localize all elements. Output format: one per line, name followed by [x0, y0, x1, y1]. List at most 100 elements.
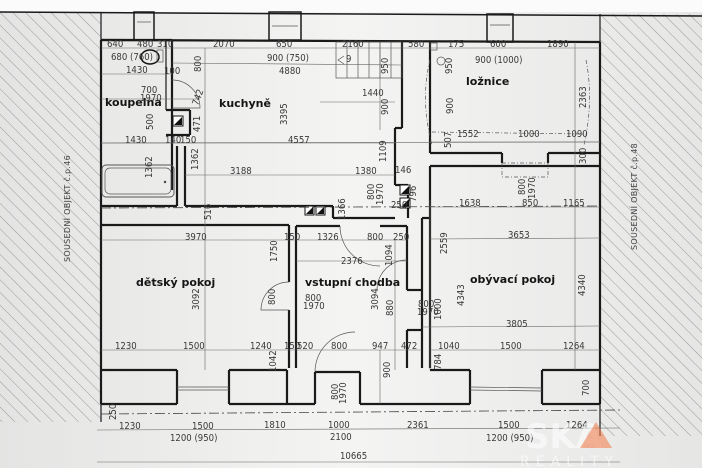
door-swings [171, 59, 590, 373]
svg-text:850: 850 [522, 198, 538, 209]
svg-text:1750: 1750 [269, 240, 280, 262]
svg-text:4880: 4880 [279, 66, 301, 77]
svg-text:1094: 1094 [384, 244, 395, 266]
svg-text:REALITY: REALITY [520, 454, 619, 468]
svg-text:1230: 1230 [119, 421, 141, 432]
svg-text:1000: 1000 [518, 129, 540, 140]
svg-text:100: 100 [164, 66, 180, 77]
svg-text:950: 950 [444, 58, 455, 74]
svg-text:950: 950 [380, 58, 391, 74]
dimension-lines [96, 42, 621, 463]
svg-text:600: 600 [490, 39, 506, 50]
svg-text:1000: 1000 [328, 420, 350, 431]
svg-text:2376: 2376 [341, 256, 363, 267]
svg-text:1362: 1362 [190, 148, 201, 170]
svg-text:580: 580 [408, 39, 424, 50]
chimney-symbols [172, 42, 446, 216]
svg-text:1165: 1165 [563, 198, 585, 209]
svg-text:2160: 2160 [342, 39, 364, 50]
svg-text:1970: 1970 [338, 382, 349, 404]
svg-text:1810: 1810 [264, 420, 286, 431]
neighbor-label-left: SOUSEDNÍ OBJEKT č.p.46 [61, 155, 72, 262]
svg-text:742: 742 [190, 88, 206, 107]
svg-text:900: 900 [445, 98, 456, 114]
svg-text:3970: 3970 [185, 232, 207, 243]
svg-text:900 (1000): 900 (1000) [475, 55, 522, 66]
svg-text:800: 800 [366, 184, 377, 200]
svg-text:800: 800 [330, 384, 341, 400]
svg-text:480: 480 [137, 39, 153, 50]
svg-text:140: 140 [165, 135, 181, 146]
svg-text:3395: 3395 [279, 103, 290, 125]
svg-text:880: 880 [385, 300, 396, 316]
svg-text:1326: 1326 [317, 232, 339, 243]
axis-line-bottom [100, 409, 621, 415]
svg-text:1230: 1230 [115, 341, 137, 352]
svg-text:10665: 10665 [340, 451, 367, 462]
svg-text:800: 800 [331, 341, 347, 352]
svg-text:3805: 3805 [506, 319, 528, 330]
svg-text:1200 (950): 1200 (950) [486, 433, 533, 444]
svg-text:650: 650 [276, 39, 292, 50]
svg-text:1970: 1970 [375, 183, 386, 205]
svg-text:800: 800 [267, 289, 278, 305]
svg-text:1970: 1970 [140, 93, 162, 104]
svg-text:784: 784 [433, 354, 444, 370]
svg-text:800: 800 [418, 299, 434, 310]
svg-text:800: 800 [193, 56, 204, 72]
room-label-loznice: ložnice [466, 75, 509, 88]
svg-text:1970: 1970 [303, 301, 325, 312]
svg-text:250: 250 [391, 200, 407, 211]
svg-text:1240: 1240 [250, 341, 272, 352]
axis-line-horizontal [100, 205, 601, 209]
svg-text:1500: 1500 [192, 421, 214, 432]
svg-text:1638: 1638 [459, 198, 481, 209]
svg-text:800: 800 [367, 232, 383, 243]
svg-text:1264: 1264 [566, 420, 588, 431]
toilet [140, 49, 164, 65]
svg-text:250: 250 [393, 232, 409, 243]
dimensions-bottom: 250 1230 1500 1810 1000 2361 1500 1264 1… [108, 380, 592, 462]
svg-text:3653: 3653 [508, 230, 530, 241]
svg-text:1440: 1440 [362, 88, 384, 99]
svg-text:500: 500 [145, 114, 156, 130]
svg-text:300: 300 [578, 148, 589, 164]
svg-text:2361: 2361 [407, 420, 429, 431]
neighbor-right-hatch [599, 14, 702, 436]
svg-text:310: 310 [157, 39, 173, 50]
svg-text:471: 471 [192, 116, 203, 132]
svg-text:796: 796 [408, 186, 419, 202]
svg-text:4557: 4557 [288, 135, 310, 146]
svg-text:800: 800 [305, 293, 321, 304]
svg-text:3094: 3094 [370, 288, 381, 310]
svg-text:4343: 4343 [456, 284, 467, 306]
svg-text:2070: 2070 [213, 39, 235, 50]
room-label-detsky-pokoj: dětský pokoj [136, 276, 215, 289]
svg-text:472: 472 [401, 341, 417, 352]
svg-text:1890: 1890 [547, 39, 569, 50]
svg-text:1552: 1552 [457, 129, 479, 140]
svg-text:1500: 1500 [183, 341, 205, 352]
svg-text:1264: 1264 [563, 341, 585, 352]
svg-text:700: 700 [581, 380, 592, 396]
svg-text:640: 640 [107, 39, 123, 50]
svg-text:250: 250 [108, 404, 119, 420]
svg-text:1970: 1970 [527, 177, 538, 199]
watermark-logo: SKA REALITY [520, 417, 619, 468]
svg-text:680 (760): 680 (760) [111, 52, 153, 63]
svg-text:9: 9 [346, 54, 351, 65]
svg-text:520: 520 [297, 341, 313, 352]
room-label-koupelna: koupelna [105, 96, 162, 109]
svg-text:2559: 2559 [439, 232, 450, 254]
dimensions-upper: 700 1970 742 500 471 3395 1440 900 900 2… [125, 85, 589, 220]
svg-text:1970: 1970 [417, 307, 439, 318]
dimensions-middle: 3970 150 1326 800 250 1638 850 1165 2559… [185, 198, 588, 330]
svg-text:900: 900 [380, 99, 391, 115]
svg-text:1430: 1430 [125, 135, 147, 146]
svg-text:1109: 1109 [378, 140, 389, 162]
svg-text:1040: 1040 [438, 341, 460, 352]
svg-text:3188: 3188 [230, 166, 252, 177]
svg-text:900 (750): 900 (750) [267, 53, 309, 64]
